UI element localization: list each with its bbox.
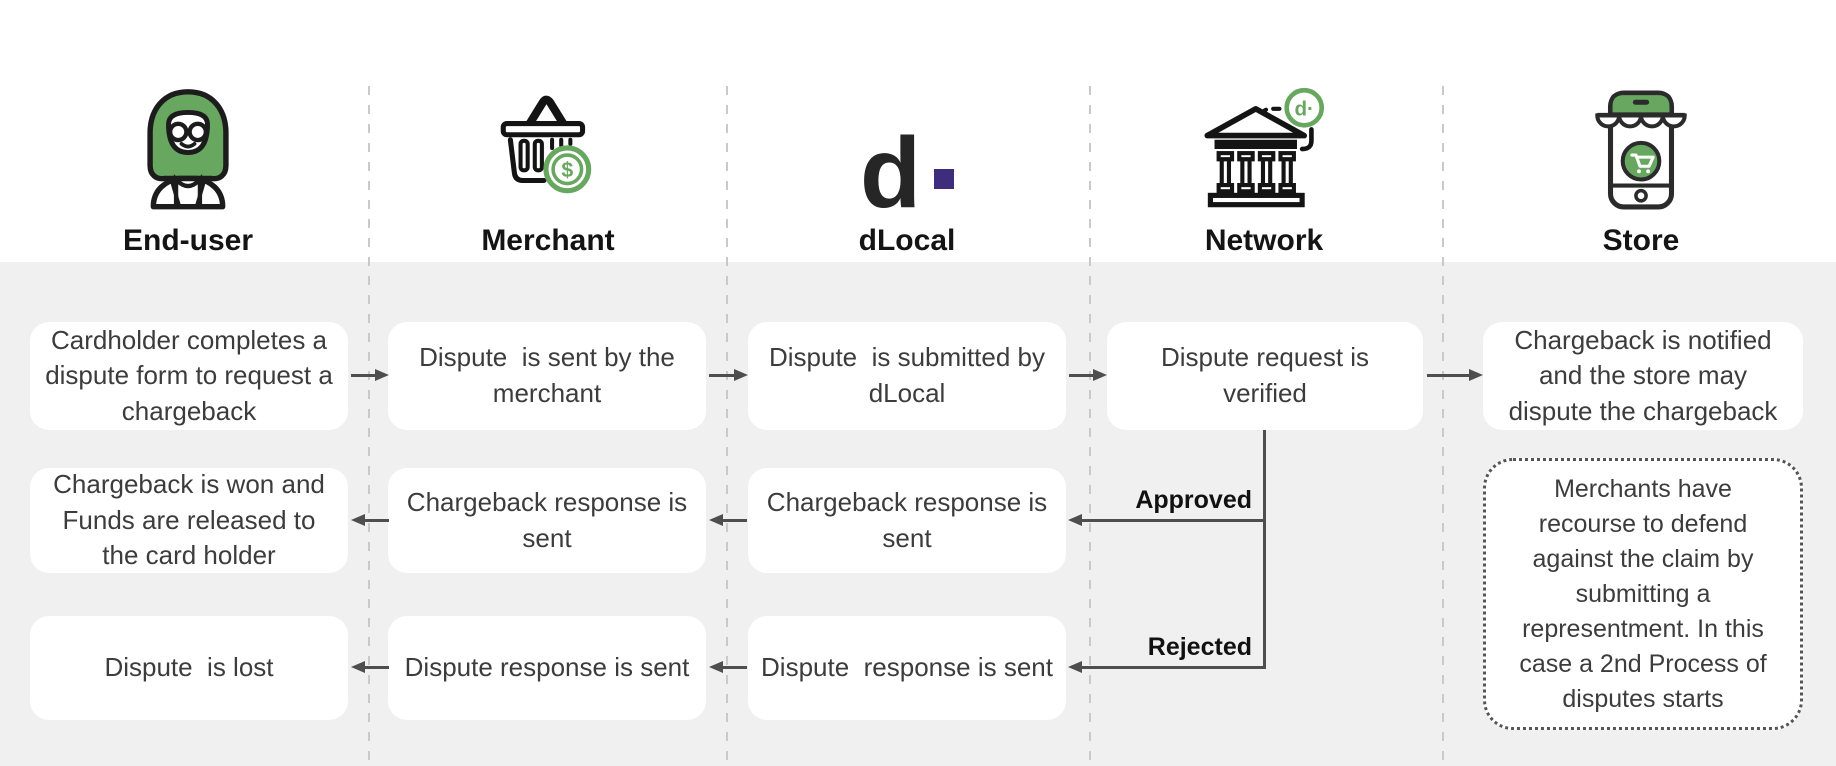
cart-glyph (1630, 153, 1655, 168)
column-divider (1442, 86, 1444, 766)
arrow-dlocal-to-merchant-row2 (709, 514, 747, 526)
dlocal-logo: d (859, 104, 955, 229)
step-dispute-response-sent-merchant: Dispute response is sent (388, 616, 706, 720)
arrow-dlocal-to-merchant-row3 (709, 661, 747, 673)
step-chargeback-response-sent-merchant: Chargeback response is sent (388, 468, 706, 573)
actor-dlocal: d dLocal (757, 70, 1057, 258)
branch-label-rejected: Rejected (1147, 633, 1252, 661)
arrow-merchant-to-enduser-row2 (351, 514, 389, 526)
column-label-merchant: Merchant (481, 224, 615, 257)
arrow-rejected-branch (1068, 661, 1266, 673)
arrow-enduser-to-merchant (351, 369, 389, 381)
branch-label-approved: Approved (1135, 486, 1252, 514)
network-decision-connector (1263, 430, 1266, 669)
dlocal-logo-letter: d (859, 117, 921, 229)
shopping-basket-icon: $ (487, 70, 609, 212)
column-divider (1089, 86, 1091, 766)
dlocal-badge-glyph: d· (1294, 98, 1313, 121)
arrow-approved-branch (1068, 514, 1266, 526)
dollar-sign-glyph: $ (561, 158, 573, 182)
column-label-network: Network (1204, 224, 1324, 257)
bank-icon: d· (1197, 70, 1331, 212)
cart-badge (1620, 140, 1662, 182)
woman-icon (123, 70, 253, 212)
arrow-network-to-store (1427, 369, 1483, 381)
step-dispute-request-verified: Dispute request is verified (1107, 322, 1423, 430)
column-label-end-user: End-user (122, 224, 254, 257)
step-dispute-sent-by-merchant: Dispute is sent by the merchant (388, 322, 706, 430)
step-chargeback-won-funds-released: Chargeback is won and Funds are released… (30, 468, 348, 573)
column-label-dlocal: dLocal (858, 224, 956, 257)
column-divider (726, 86, 728, 766)
step-dispute-lost: Dispute is lost (30, 616, 348, 720)
column-label-store: Store (1602, 224, 1680, 257)
store-phone-icon (1585, 70, 1697, 212)
column-divider (368, 86, 370, 766)
step-dispute-response-sent-dlocal: Dispute response is sent (748, 616, 1066, 720)
store-representment-note: Merchants have recourse to defend agains… (1483, 458, 1803, 730)
step-chargeback-notified-store: Chargeback is notified and the store may… (1483, 322, 1803, 430)
arrow-dlocal-to-network (1069, 369, 1107, 381)
step-chargeback-response-sent-dlocal: Chargeback response is sent (748, 468, 1066, 573)
actor-store: Store (1491, 70, 1791, 258)
step-cardholder-dispute-form: Cardholder completes a dispute form to r… (30, 322, 348, 430)
arrow-merchant-to-enduser-row3 (351, 661, 389, 673)
step-dispute-submitted-by-dlocal: Dispute is submitted by dLocal (748, 322, 1066, 430)
actor-network: d· Network (1114, 70, 1414, 258)
actor-end-user: End-user (38, 70, 338, 258)
actor-merchant: $ Merchant (398, 70, 698, 258)
dlocal-logo-square (934, 169, 955, 189)
arrow-merchant-to-dlocal (709, 369, 748, 381)
